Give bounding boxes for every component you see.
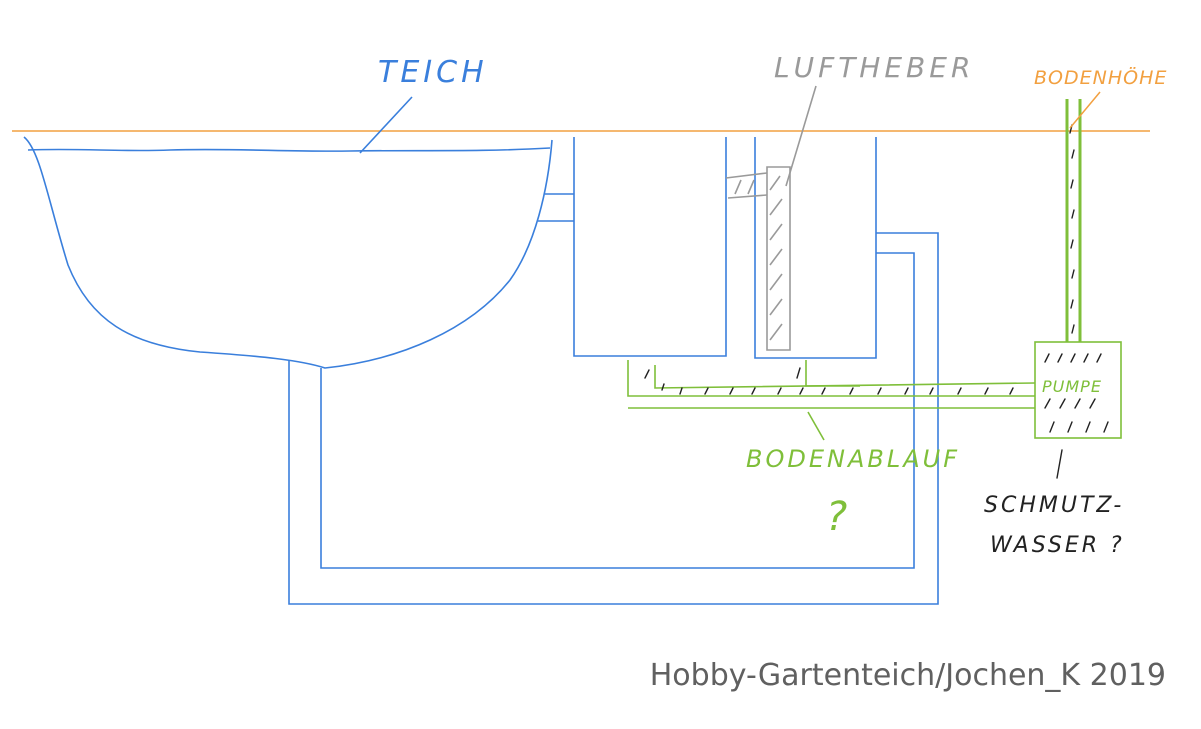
pond-water-surface (27, 147, 551, 152)
filter-chamber-2 (754, 137, 877, 359)
luftheber-pointer (785, 85, 817, 187)
airlift-connector (725, 172, 768, 199)
bodenablauf-pointer (807, 411, 825, 441)
label-bodenhoehe: BODENHÖHE (1034, 66, 1167, 89)
pump-box (1034, 341, 1122, 439)
label-luftheber: LUFTHEBER (774, 51, 974, 84)
riser-hatching (1069, 124, 1075, 334)
schmutzwasser-pointer (1056, 449, 1063, 479)
filter-chamber-1 (573, 137, 727, 357)
airlift-hatching (734, 175, 783, 341)
drain-hatching (644, 367, 1014, 395)
airlift-tube (766, 166, 791, 351)
label-schmutzwasser-line1: SCHMUTZ- (984, 493, 1124, 518)
pond-to-filter-pipe (538, 193, 574, 222)
return-pipe-inner (320, 252, 915, 569)
label-pumpe: PUMPE (1042, 377, 1102, 396)
teich-pointer (359, 96, 413, 154)
label-teich: TEICH (378, 55, 488, 90)
return-pipe-outer (288, 232, 939, 605)
label-bodenablauf: BODENABLAUF (746, 445, 960, 473)
bottom-drain-pipe (627, 360, 1036, 409)
pump-riser-pipe (1065, 99, 1082, 342)
label-bodenablauf-question: ? (826, 494, 851, 540)
drain-connector (805, 360, 860, 387)
pump-hatching (1044, 353, 1109, 433)
label-schmutzwasser-line2: WASSER ? (990, 533, 1125, 558)
pond-outline (23, 136, 553, 369)
bodenhoehe-pointer (1069, 91, 1101, 129)
credit-text: Hobby-Gartenteich/Jochen_K 2019 (650, 658, 1166, 693)
